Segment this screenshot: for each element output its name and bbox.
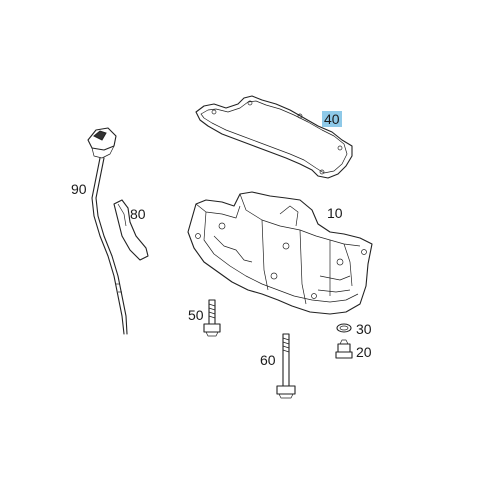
callout-20: 20 [356,344,372,360]
callout-10: 10 [327,205,343,221]
callout-50: 50 [188,307,204,323]
callout-40: 40 [322,111,342,127]
oil-pan-gasket[interactable] [195,95,353,179]
callout-30: 30 [356,321,372,337]
seal-ring[interactable] [336,323,352,333]
callout-80: 80 [130,206,146,222]
oil-pan[interactable] [187,191,373,315]
callout-60: 60 [260,352,276,368]
bolt-60[interactable] [276,333,296,399]
oil-dipstick[interactable] [87,127,128,335]
dipstick-guide-tube[interactable] [113,199,149,261]
callout-90: 90 [71,181,87,197]
drain-plug[interactable] [335,339,353,359]
bolt-50[interactable] [203,299,221,337]
